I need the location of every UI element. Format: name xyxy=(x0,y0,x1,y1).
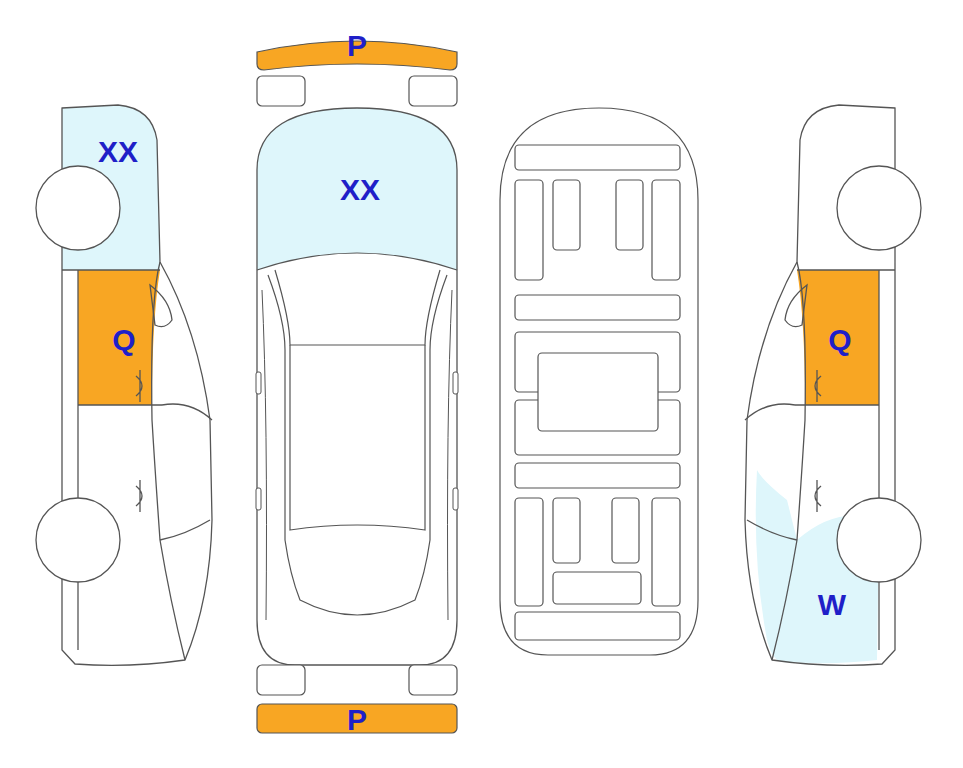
front-door-right xyxy=(797,270,879,405)
damage-code: Q xyxy=(112,325,135,355)
left-side-view xyxy=(36,105,212,665)
underside-view xyxy=(500,108,698,655)
top-view xyxy=(256,41,458,733)
damage-code: Q xyxy=(828,325,851,355)
right-side-view xyxy=(745,105,921,665)
damage-code: P xyxy=(347,705,367,735)
front-door-left xyxy=(78,270,160,405)
damage-code: W xyxy=(818,590,846,620)
damage-code: XX xyxy=(340,175,380,205)
damage-code: XX xyxy=(98,137,138,167)
damage-code: P xyxy=(347,31,367,61)
